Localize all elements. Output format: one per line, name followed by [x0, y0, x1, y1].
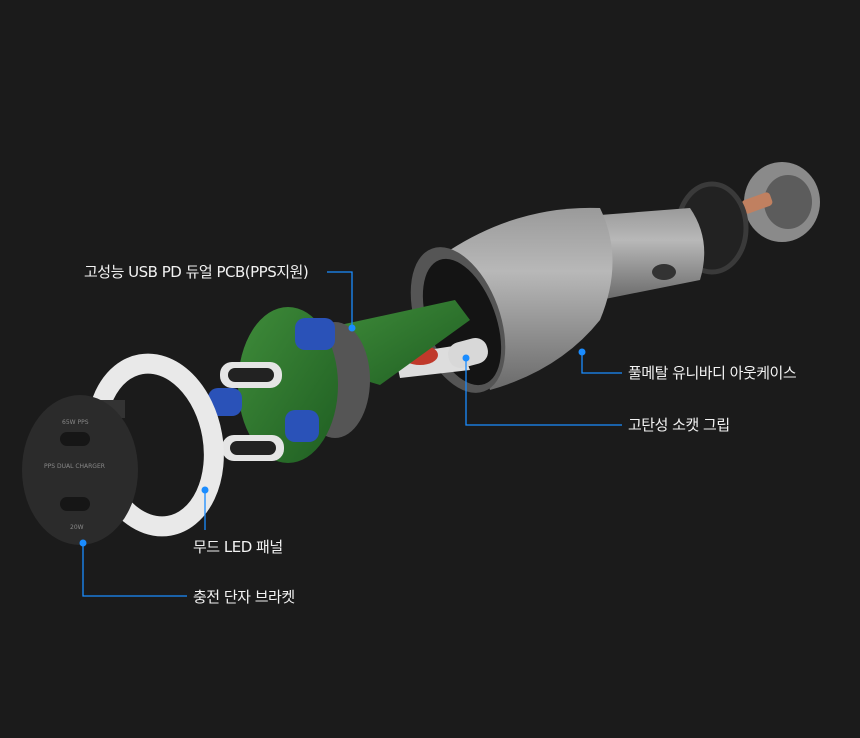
callout-case: 풀메탈 유니바디 아웃케이스 [628, 364, 797, 382]
charging-bracket: 65W PPS PPS DUAL CHARGER 20W [22, 395, 138, 545]
bracket-bottom-mark: 20W [70, 524, 84, 531]
callout-pcb: 고성능 USB PD 듀얼 PCB(PPS지원) [84, 263, 309, 281]
end-cap [741, 162, 820, 242]
callout-dots [79, 324, 586, 547]
callout-line-grip [465, 358, 622, 426]
callout-lines [82, 271, 622, 597]
bracket-center-mark: PPS DUAL CHARGER [44, 463, 105, 470]
callout-line-bracket [82, 543, 187, 597]
bracket-top-mark: 65W PPS [62, 419, 89, 426]
callout-bracket: 충전 단자 브라켓 [193, 588, 295, 606]
callout-line-pcb [327, 271, 353, 328]
callout-led: 무드 LED 패널 [193, 538, 283, 556]
callout-grip: 고탄성 소캣 그립 [628, 416, 730, 434]
callout-line-case [581, 352, 622, 374]
pcb [208, 300, 470, 463]
